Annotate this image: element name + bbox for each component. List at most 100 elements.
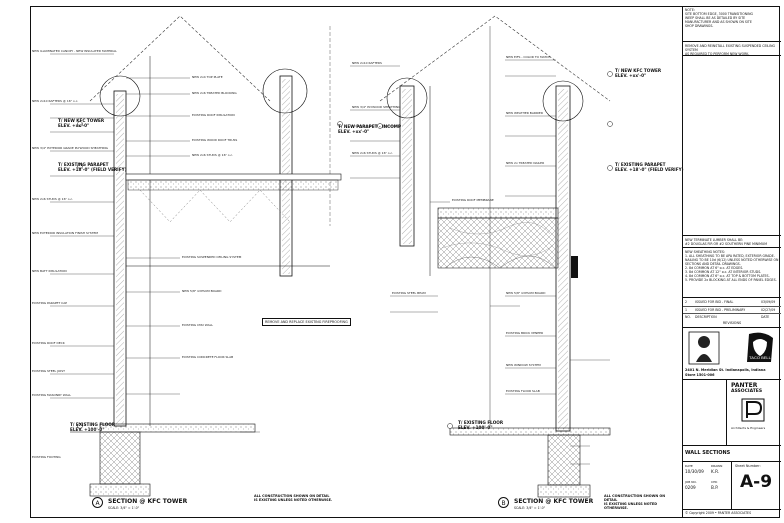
sheet-checked: B.P.: [711, 485, 719, 490]
label-mid-0: NEW 2x4 TOP PLATE: [192, 75, 223, 79]
section-b-bubble: B: [498, 497, 509, 508]
notes-spacer: [683, 56, 781, 236]
sheet-number-label: Sheet Number:: [735, 464, 761, 468]
section-b-title: SECTION @ KFC TOWER: [514, 498, 594, 505]
label-right-3: NEW EIFS - COLOR TO MATCH: [506, 55, 551, 59]
label-mid-3: EXISTING WOOD ROOF TRUSS: [192, 138, 238, 142]
label-right-2: NEW 2x6 STUDS @ 16" o.c.: [352, 151, 394, 155]
label-left-5: NEW BATT INSULATION: [32, 269, 67, 273]
label-right-8: NEW 5/8" GYPSUM BOARD: [506, 291, 546, 295]
label-left-4: NEW EXTERIOR INSULATION FINISH SYSTEM: [32, 231, 98, 235]
firm-name: PANTER: [731, 382, 758, 389]
revision-row-1: 1 ISSUED FOR BID - PRELIMINARY 02/27/09: [683, 306, 781, 314]
client-block: KFC TACO BELL 2401 N. Meridian St. India…: [683, 328, 781, 380]
sheet-title-block: WALL SECTIONS: [683, 446, 781, 462]
label-right-5: EXISTING ROOF MEMBRANE: [452, 198, 494, 202]
drawing-area: T/ NEW KFC TOWER ELEV. +xx'-0" T/ EXISTI…: [30, 6, 684, 518]
remove-note: REMOVE AND REINSTALL EXISTING SUSPENDED …: [683, 42, 781, 56]
sheet-number: A-9: [740, 472, 773, 492]
floor-slab-b: [449, 427, 611, 436]
sheathing-note: NEW SHEATHING NOTES: 1. ALL SHEATHING TO…: [683, 248, 781, 298]
label-mid-5: EXISTING SUSPENDED CEILING SYSTEM: [182, 255, 242, 259]
section-a-scale: SCALE: 3/4" = 1'-0": [108, 506, 140, 510]
framing-note: NEW TERMINATE LUMBER SHALL BE: #2 DOUGLA…: [683, 236, 781, 248]
label-right-4: NEW WEATHER BARRIER: [506, 111, 543, 115]
top-note: NOTE: SITE BOTTOM EDGE, 3000 TRANSITIONI…: [683, 6, 781, 42]
taco-bell-logo: TACO BELL: [747, 332, 773, 362]
label-right-0: NEW 2x10 RAFTERS: [352, 61, 382, 65]
footing-a: [99, 431, 141, 485]
copyright: © Copyright 2009 • PANTER ASSOCIATES: [685, 511, 752, 515]
job-label: JOB NO.: [685, 480, 697, 484]
section-b-scale: SCALE: 3/4" = 1'-0": [514, 506, 546, 510]
sheet-info-block: DATE 10/30/09 DRAWN K.R. JOB NO. 0209 CH…: [683, 462, 781, 510]
firm-logo-icon: [741, 398, 765, 422]
revision-row-2: 2 ISSUED FOR BID - FINAL 03/09/09: [685, 300, 776, 304]
sheet-border: [30, 6, 780, 518]
label-mid-7: EXISTING CMU WALL: [182, 323, 214, 327]
label-right-7: EXISTING STEEL BEAM: [392, 291, 426, 295]
section-a-bubble: A: [92, 497, 103, 508]
section-b-note: ALL CONSTRUCTION SHOWN ON DETAIL IS EXIS…: [602, 493, 680, 511]
sheet-date: 10/30/09: [685, 469, 704, 474]
window-frame-b: [571, 256, 578, 278]
section-a-note: ALL CONSTRUCTION SHOWN ON DETAIL IS EXIS…: [252, 493, 335, 503]
revisions-header: REVISIONS: [722, 321, 742, 325]
date-label: DATE: [685, 464, 693, 468]
label-left-8: EXISTING STEEL JOIST: [32, 369, 65, 373]
label-mid-1: NEW 2x6 TREATED BLOCKING: [192, 91, 237, 95]
footing-b: [547, 434, 581, 486]
firm-block: PANTER ASSOCIATES Architects & Engineers: [683, 380, 781, 446]
label-left-10: NEW 5/8" GYPSUM BOARD: [182, 289, 222, 293]
section-b: [350, 15, 613, 498]
floor-slab-a: [99, 423, 256, 433]
label-left-2: NEW 3/4" EXTERIOR GRADE PLYWOOD SHEATHIN…: [32, 146, 108, 150]
section-a-title: SECTION @ KFC TOWER: [108, 498, 188, 505]
elev-b-parapet-new: T/ NEW PARAPET - INCOMP ELEV. +xx'-0": [338, 124, 402, 134]
client-logos: KFC TACO BELL: [688, 331, 773, 365]
sheet-drawn: K.R.: [711, 469, 720, 474]
label-left-3: NEW 2x6 STUDS @ 16" o.c.: [32, 197, 74, 201]
firm-sub: Architects & Engineers: [731, 426, 766, 430]
elev-a-tower: T/ NEW KFC TOWER ELEV. +xx'-0": [58, 118, 105, 128]
svg-text:KFC: KFC: [699, 350, 709, 356]
label-right-6: NEW 2x TREATED NAILER: [506, 161, 545, 165]
section-a: [50, 15, 343, 497]
svg-text:TACO BELL: TACO BELL: [749, 355, 771, 360]
label-mid-4: NEW 2x6 STUDS @ 16" o.c.: [192, 153, 234, 157]
label-left-12: EXISTING FOOTING: [32, 455, 61, 459]
store-number: Store 1501-006: [685, 373, 715, 377]
label-mid-2: EXISTING ROOF INSULATION: [192, 113, 235, 117]
sheet-title: WALL SECTIONS: [685, 450, 731, 456]
label-left-0: NEW ILLUMINATED CANOPY - NEW INSULATED M…: [32, 49, 117, 53]
sheet-number-box: Sheet Number: A-9: [731, 462, 781, 509]
tower-roof-outline: [89, 15, 271, 102]
kfc-logo: KFC: [688, 331, 720, 365]
elev-b-tower: T/ NEW KFC TOWER ELEV. +xx'-0": [615, 68, 662, 78]
firm-name-2: ASSOCIATES: [731, 389, 763, 394]
label-left-7: EXISTING ROOF DECK: [32, 341, 65, 345]
label-right-9: EXISTING BRICK VENEER: [506, 331, 544, 335]
project-address: 2401 N. Meridian St. Indianapolis, India…: [685, 368, 766, 372]
revisions-table: 2 ISSUED FOR BID - FINAL 03/09/09 1 ISSU…: [683, 298, 781, 328]
checked-label: CHK: [711, 480, 718, 484]
label-left-1: NEW 2x10 RAFTERS @ 16" o.c.: [32, 99, 79, 103]
elev-a-parapet: T/ EXISTING PARAPET ELEV. +18'-0" (FIELD…: [58, 162, 127, 172]
elev-b-floor: T/ EXISTING FLOOR ELEV. +100'-0": [458, 420, 504, 430]
seal-area: [683, 380, 727, 445]
note-fireproofing: REMOVE AND REPLACE EXISTING FIREPROOFING: [262, 318, 351, 326]
elev-b-parapet: T/ EXISTING PARAPET ELEV. +18'-0" (FIELD…: [615, 162, 684, 172]
elev-a-floor: T/ EXISTING FLOOR ELEV. +100'-0": [70, 422, 116, 432]
label-left-11: EXISTING CONCRETE FLOOR SLAB: [182, 355, 234, 359]
revision-header-row: NO. DESCRIPTION DATE: [683, 313, 781, 321]
label-right-11: EXISTING FLOOR SLAB: [506, 389, 540, 393]
label-left-9: EXISTING MASONRY WALL: [32, 393, 72, 397]
label-left-6: EXISTING PARAPET CAP: [32, 301, 68, 305]
sheet-job: 0209: [685, 485, 696, 490]
section-drawing: [50, 15, 613, 498]
label-right-1: NEW 3/4" PLYWOOD SHEATHING: [352, 105, 401, 109]
title-block: NOTE: SITE BOTTOM EDGE, 3000 TRANSITIONI…: [682, 6, 781, 518]
label-right-10: NEW WINDOW SYSTEM: [506, 363, 541, 367]
drawn-label: DRAWN: [711, 464, 723, 468]
